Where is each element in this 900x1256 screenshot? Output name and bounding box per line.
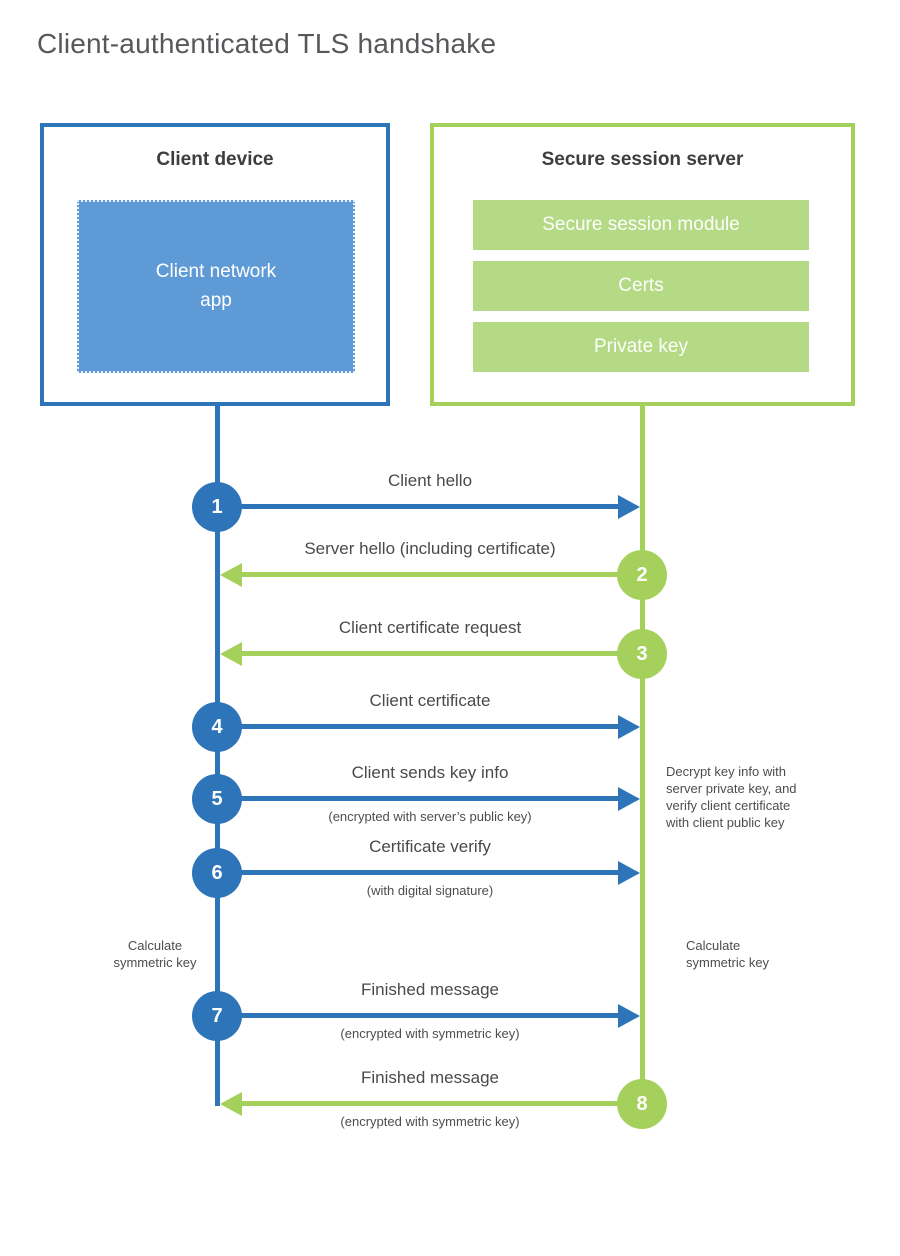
calculate-symmetric-key-note-client: Calculate symmetric key [113, 938, 197, 970]
step-label: Client certificate [369, 691, 491, 710]
step-label: Server hello (including certificate) [304, 539, 556, 558]
arrow-line [217, 870, 622, 875]
arrow-line [238, 651, 642, 656]
arrowhead-left-icon [220, 1092, 242, 1116]
server-lifeline [640, 406, 645, 1129]
step-circle-2: 2 [617, 550, 667, 600]
client-network-app-box: Client network app [77, 200, 355, 373]
step-label: Client hello [387, 471, 473, 490]
step-circle-8: 8 [617, 1079, 667, 1129]
arrowhead-right-icon [618, 1004, 640, 1028]
step-circle-6: 6 [192, 848, 242, 898]
client-device-box: Client device Client network app [40, 123, 390, 406]
step-circle-4: 4 [192, 702, 242, 752]
arrowhead-right-icon [618, 861, 640, 885]
calculate-symmetric-key-note-server: Calculate symmetric key [686, 938, 770, 970]
server-module-bar: Secure session module [473, 200, 809, 250]
step-sublabel: (encrypted with symmetric key) [340, 1114, 520, 1129]
client-lifeline [215, 406, 220, 1106]
arrow-line [217, 724, 622, 729]
arrowhead-right-icon [618, 495, 640, 519]
arrow-line [238, 1101, 642, 1106]
step-sublabel: (with digital signature) [366, 883, 494, 898]
step-circle-7: 7 [192, 991, 242, 1041]
secure-session-server-title: Secure session server [541, 149, 744, 170]
decrypt-key-note: Decrypt key info with server private key… [666, 764, 797, 830]
arrow-line [238, 572, 642, 577]
step-label: Finished message [361, 980, 499, 999]
step-sublabel: (encrypted with symmetric key) [340, 1026, 520, 1041]
server-private-key-bar: Private key [473, 322, 809, 372]
arrowhead-left-icon [220, 563, 242, 587]
step-circle-3: 3 [617, 629, 667, 679]
step-label: Finished message [361, 1068, 499, 1087]
page-title: Client-authenticated TLS handshake [37, 28, 497, 59]
step-label: Client sends key info [351, 763, 509, 782]
arrow-line [217, 1013, 622, 1018]
step-circle-5: 5 [192, 774, 242, 824]
step-circle-1: 1 [192, 482, 242, 532]
arrowhead-left-icon [220, 642, 242, 666]
client-device-title: Client device [156, 149, 274, 170]
step-label: Certificate verify [369, 837, 491, 856]
step-sublabel: (encrypted with server’s public key) [328, 809, 532, 824]
arrow-line [217, 796, 622, 801]
server-certs-bar: Certs [473, 261, 809, 311]
secure-session-server-box: Secure session server Secure session mod… [430, 123, 855, 406]
arrowhead-right-icon [618, 715, 640, 739]
arrow-line [217, 504, 622, 509]
step-label: Client certificate request [338, 618, 522, 637]
arrowhead-right-icon [618, 787, 640, 811]
